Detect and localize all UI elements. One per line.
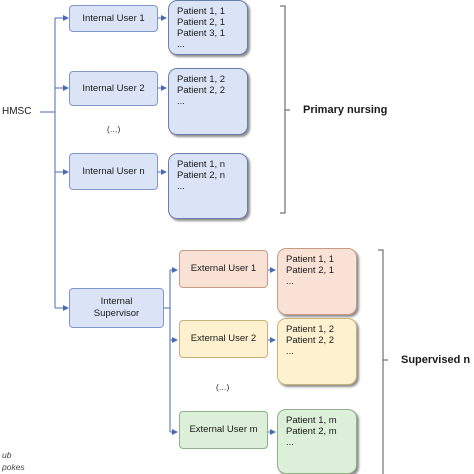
external-user-2[interactable]: External User 2 [179,320,268,358]
patient-list-external-2: Patient 1, 2 Patient 2, 2 ... [277,318,357,385]
patient-item: ... [286,346,294,357]
patient-item: ... [177,96,185,107]
patient-item: Patient 2, m [286,426,337,437]
patient-item: ... [286,437,294,448]
internal-user-1-label: Internal User 1 [82,12,145,24]
patient-list-internal-2: Patient 1, 2 Patient 2, 2 ... [168,68,248,135]
internal-user-n-label: Internal User n [82,165,145,177]
primary-bracket [280,5,286,214]
external-user-m-label: External User m [189,424,258,435]
patient-item: Patient 1, 2 [177,74,226,85]
external-user-2-label: External User 2 [190,333,257,344]
hmsc-label: HMSC [2,106,32,117]
patient-list-internal-1: Patient 1, 1 Patient 2, 1 Patient 3, 1 .… [168,0,248,55]
patient-item: Patient 2, 1 [177,17,226,28]
external-user-1[interactable]: External User 1 [179,250,268,288]
patient-item: Patient 1, 2 [286,324,335,335]
internal-supervisor[interactable]: Internal Supervisor [69,288,164,328]
patient-list-external-m: Patient 1, m Patient 2, m ... [277,409,357,474]
patient-item: ... [286,276,294,287]
internal-user-2-label: Internal User 2 [82,82,145,94]
patient-item: Patient 2, 2 [286,335,335,346]
patient-item: Patient 1, m [286,415,337,426]
patient-item: Patient 1, 1 [286,254,335,265]
external-user-m[interactable]: External User m [179,411,268,449]
patient-item: Patient 2, 2 [177,85,226,96]
patient-item: Patient 2, 1 [286,265,335,276]
patient-item: Patient 3, 1 [177,28,226,39]
internal-ellipsis: (…) [107,125,121,134]
internal-user-1[interactable]: Internal User 1 [69,5,158,32]
patient-list-external-1: Patient 1, 1 Patient 2, 1 ... [277,248,357,315]
footer-fragment-1: ub [2,450,12,460]
patient-item: ... [177,39,185,50]
patient-item: Patient 2, n [177,170,226,181]
internal-user-n[interactable]: Internal User n [69,153,158,190]
footer-fragment-2: pokes [2,462,25,472]
primary-nursing-label: Primary nursing [303,104,388,116]
patient-item: ... [177,181,185,192]
supervised-bracket [378,249,384,474]
external-ellipsis: (…) [216,383,230,392]
supervised-nursing-label: Supervised n [401,354,471,366]
patient-list-internal-n: Patient 1, n Patient 2, n ... [168,153,248,219]
internal-user-2[interactable]: Internal User 2 [69,71,158,106]
patient-item: Patient 1, n [177,159,226,170]
patient-item: Patient 1, 1 [177,6,226,17]
external-user-1-label: External User 1 [190,263,257,274]
internal-supervisor-label: Internal Supervisor [93,296,140,319]
